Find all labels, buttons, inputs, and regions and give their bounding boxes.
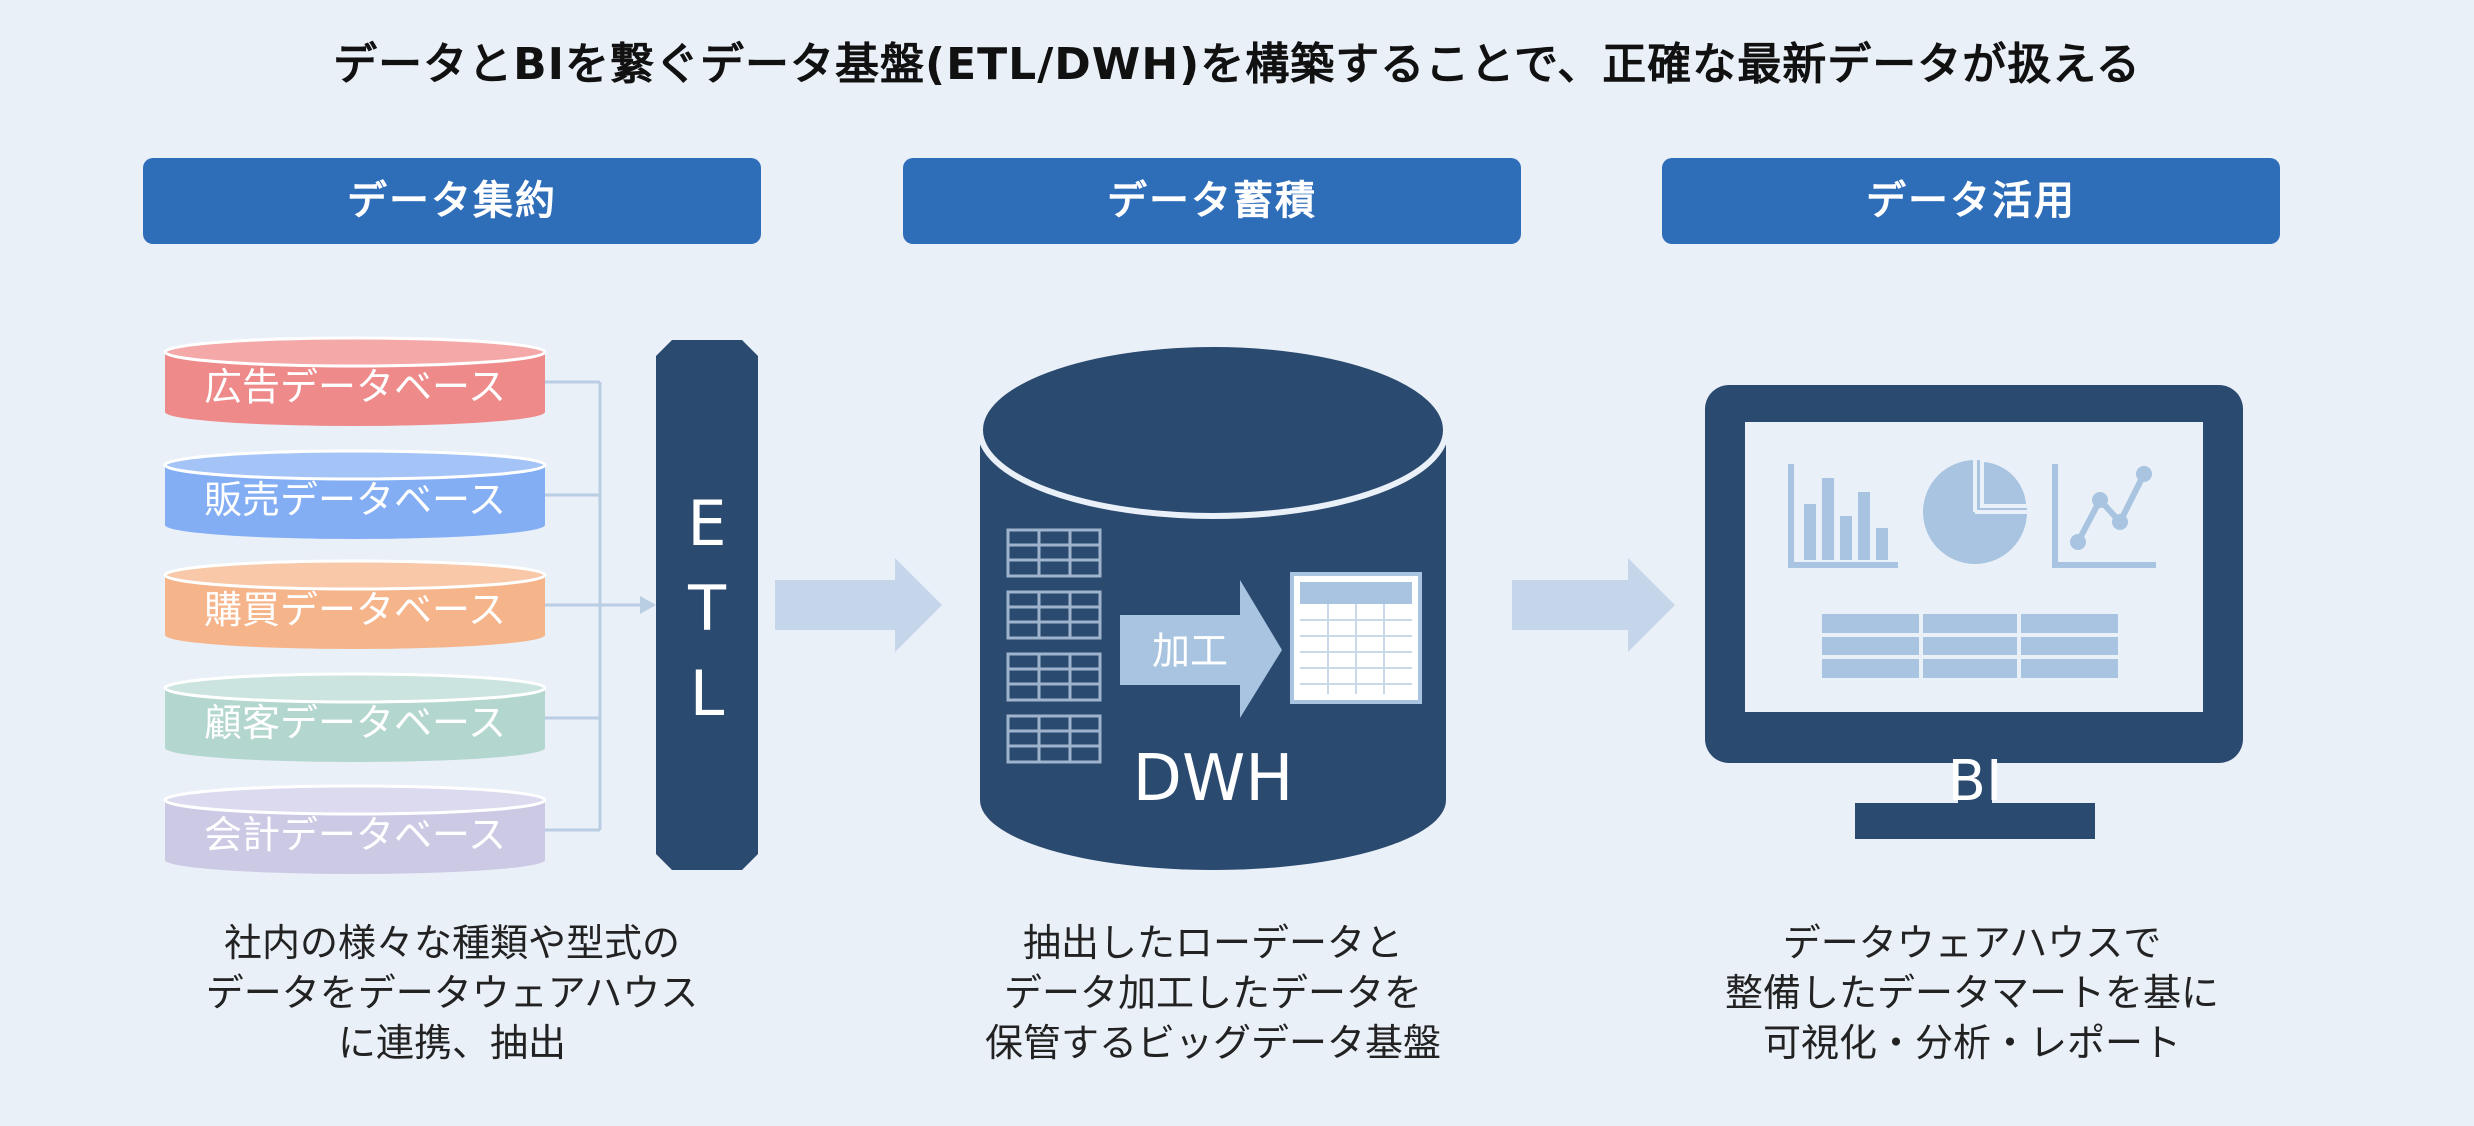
etl-letter-e: E — [687, 487, 726, 560]
description-line: 可視化・分析・レポート — [1762, 1021, 2181, 1065]
description-line: に連携、抽出 — [337, 1021, 566, 1065]
raw-table-icon — [1006, 528, 1102, 578]
etl-letter-l: L — [690, 657, 725, 730]
dwh-label: DWH — [1133, 742, 1294, 816]
bi-monitor-icon: BI — [1705, 385, 2243, 839]
db-label-purchase: 購買データベース — [204, 588, 506, 632]
bar-chart-icon — [1788, 464, 1898, 568]
etl-block: E T L — [656, 340, 758, 870]
db-cylinder-accounting: 会計データベース — [163, 784, 547, 874]
stage-header-storage: データ蓄積 — [903, 158, 1521, 244]
db-label-customer: 顧客データベース — [204, 701, 506, 745]
etl-input-arrowhead — [640, 596, 656, 614]
process-label: 加工 — [1152, 629, 1228, 673]
db-cylinder-ad: 広告データベース — [163, 336, 547, 426]
stage-header-aggregation: データ集約 — [143, 158, 761, 244]
arrow-dwh-to-bi — [1512, 558, 1675, 652]
stage-description-aggregation: 社内の様々な種類や型式の データをデータウェアハウス に連携、抽出 — [92, 918, 812, 1068]
page-title: データとBIを繋ぐデータ基盤(ETL/DWH)を構築することで、正確な最新データ… — [333, 39, 2141, 90]
description-line: 保管するビッグデータ基盤 — [984, 1021, 1441, 1065]
description-line: データ加工したデータを — [1003, 971, 1422, 1015]
stage-description-storage: 抽出したローデータと データ加工したデータを 保管するビッグデータ基盤 — [853, 918, 1573, 1068]
line-chart-icon — [2052, 464, 2156, 568]
processed-table-icon — [1290, 572, 1422, 704]
description-line: 抽出したローデータと — [1022, 921, 1403, 965]
db-label-accounting: 会計データベース — [204, 813, 506, 857]
db-cylinder-customer: 顧客データベース — [163, 672, 547, 762]
db-cylinder-sales: 販売データベース — [163, 449, 547, 539]
description-line: データをデータウェアハウス — [205, 971, 699, 1015]
data-mart-table-icon — [1822, 614, 2118, 678]
db-cylinder-purchase: 購買データベース — [163, 559, 547, 649]
db-connector-lines — [545, 380, 640, 832]
description-line: 社内の様々な種類や型式の — [223, 921, 680, 965]
pie-chart-icon — [1923, 456, 2032, 564]
bi-label: BI — [1948, 749, 2003, 814]
raw-table-icon — [1006, 652, 1102, 702]
process-arrow: 加工 — [1120, 580, 1282, 718]
etl-letter-t: T — [687, 572, 727, 645]
db-label-ad: 広告データベース — [204, 365, 506, 409]
db-label-sales: 販売データベース — [204, 478, 506, 522]
description-line: データウェアハウスで — [1782, 921, 2162, 965]
stage-description-utilization: データウェアハウスで 整備したデータマートを基に 可視化・分析・レポート — [1612, 918, 2332, 1068]
description-line: 整備したデータマートを基に — [1724, 971, 2219, 1015]
stage-header-utilization: データ活用 — [1662, 158, 2280, 244]
raw-table-icon — [1006, 590, 1102, 640]
raw-table-icon — [1006, 714, 1102, 764]
arrow-etl-to-dwh — [775, 558, 942, 652]
raw-table-icons — [1006, 528, 1102, 764]
